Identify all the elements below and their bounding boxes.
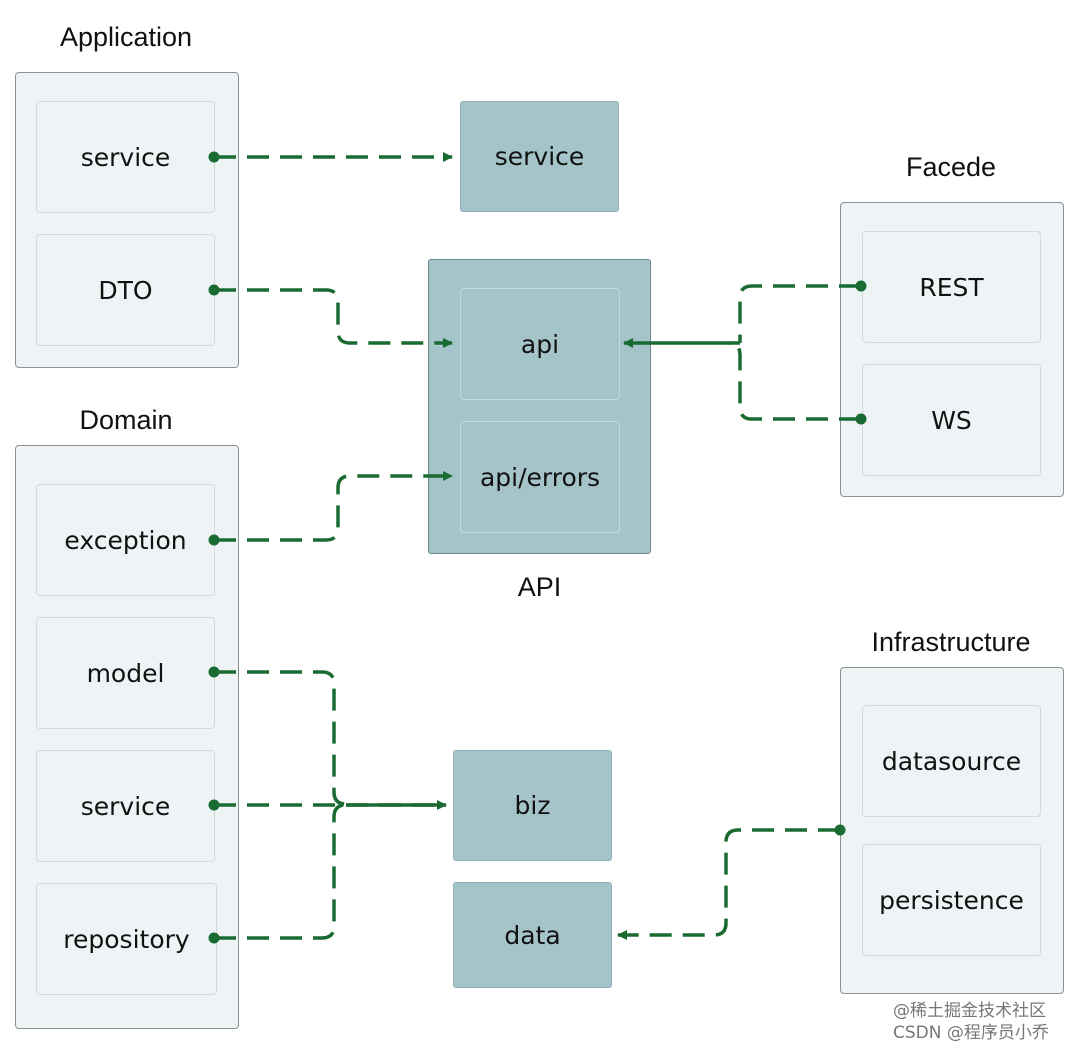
facade-ws-item: WS xyxy=(862,364,1041,476)
domain-group: exception model service repository xyxy=(15,445,239,1029)
dot-ws xyxy=(855,413,867,425)
dot-exception xyxy=(208,534,220,546)
infrastructure-datasource-item: datasource xyxy=(862,705,1041,817)
connector-dto-to-api xyxy=(214,288,453,348)
service-target-box: service xyxy=(460,101,619,212)
domain-title: Domain xyxy=(79,405,173,435)
application-group: service DTO xyxy=(15,72,239,368)
facade-group: REST WS xyxy=(840,202,1064,497)
api-title: API xyxy=(517,572,562,602)
facade-title: Facede xyxy=(905,152,997,182)
watermark-line-2: CSDN @程序员小乔 xyxy=(893,1023,1049,1043)
watermark-line-1: @稀土掘金技术社区 xyxy=(893,1001,1046,1021)
dot-repository xyxy=(208,932,220,944)
connector-rest-to-api xyxy=(738,284,861,343)
connector-exception-to-api-errors xyxy=(214,471,453,542)
dot-model xyxy=(208,666,220,678)
biz-target-box: biz xyxy=(453,750,612,861)
domain-repository-item: repository xyxy=(36,883,217,995)
domain-exception-item: exception xyxy=(36,484,215,596)
domain-model-item: model xyxy=(36,617,215,729)
domain-service-item: service xyxy=(36,750,215,862)
infrastructure-group: datasource persistence xyxy=(840,667,1064,994)
connector-repository-to-biz xyxy=(214,803,347,940)
facade-rest-item: REST xyxy=(862,231,1041,343)
connector-ws-to-api xyxy=(727,341,861,421)
api-group: api api/errors xyxy=(428,259,651,554)
dot-rest xyxy=(855,280,867,292)
data-target-box: data xyxy=(453,882,612,988)
application-dto-item: DTO xyxy=(36,234,215,346)
infrastructure-title: Infrastructure xyxy=(871,627,1031,657)
dot-app-service xyxy=(208,151,220,163)
infrastructure-persistence-item: persistence xyxy=(862,844,1041,956)
api-item: api xyxy=(460,288,620,400)
application-service-item: service xyxy=(36,101,215,213)
connector-model-to-biz xyxy=(214,670,347,806)
dot-dto xyxy=(208,284,220,296)
application-title: Application xyxy=(59,22,193,52)
connector-datasource-to-data xyxy=(617,828,840,940)
dot-datasource xyxy=(834,824,846,836)
dot-domain-service xyxy=(208,799,220,811)
api-errors-item: api/errors xyxy=(460,421,620,533)
